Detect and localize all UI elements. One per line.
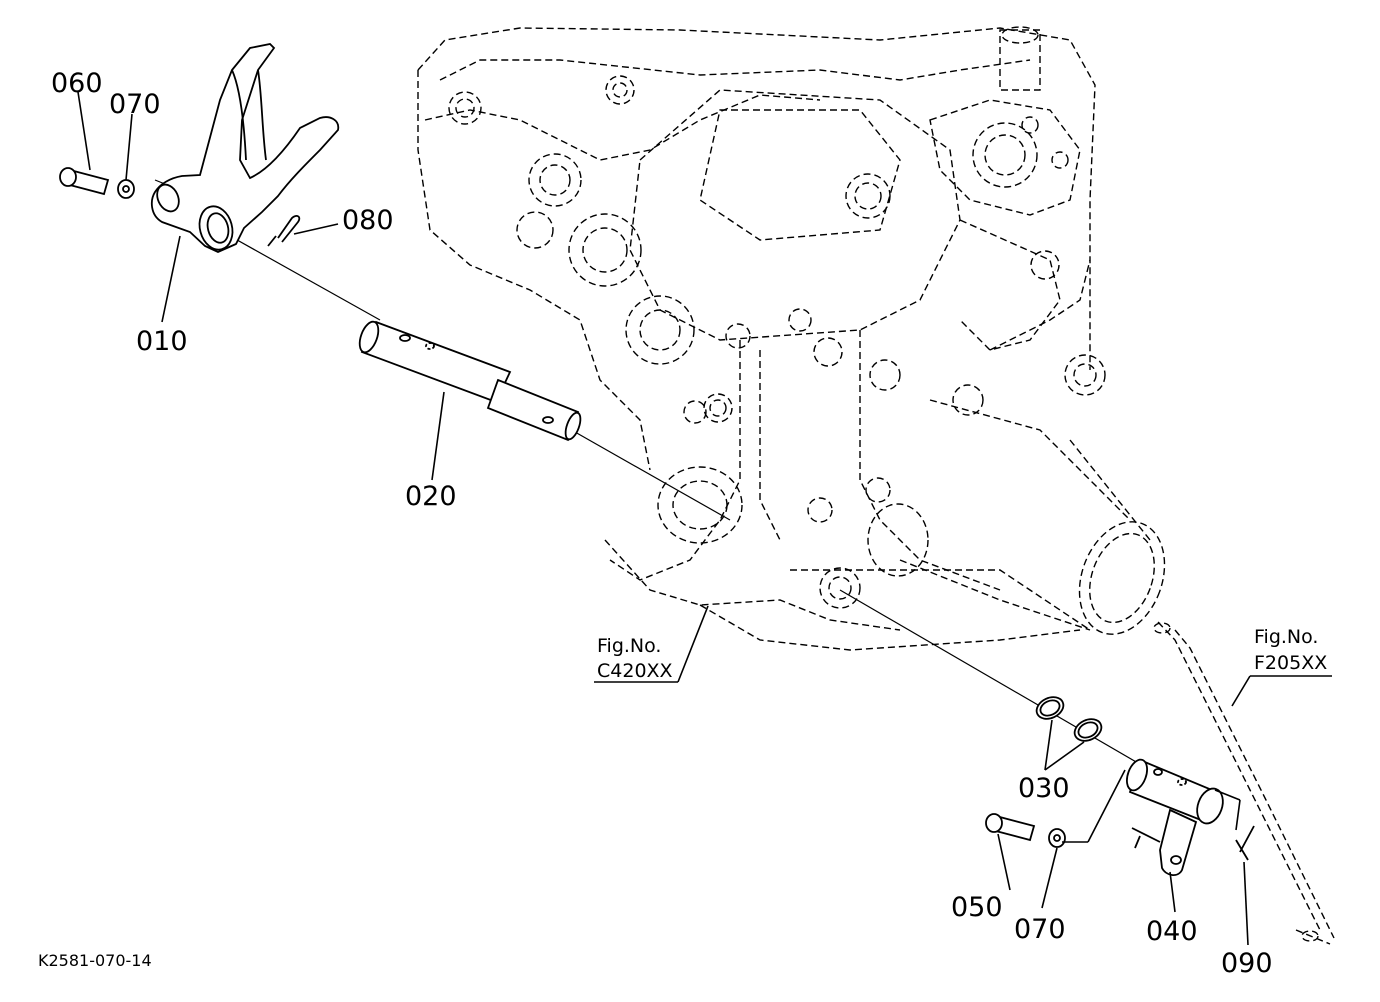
fork-rod-020 [358,320,582,442]
drawing-code: K2581-070-14 [38,951,152,970]
fig-ref-c420-line1: Fig.No. [597,635,661,657]
label-090: 090 [1221,948,1273,979]
pin-060 [59,167,110,196]
o-rings-030 [1035,696,1103,742]
part-number-labels: 060 070 080 010 020 030 050 070 040 090 [51,68,1273,979]
washer-070-lower [1048,828,1066,848]
label-070-upper: 070 [109,89,161,120]
link-rod-reference [1153,621,1335,945]
shift-arm-040 [1126,758,1224,876]
label-060: 060 [51,68,103,99]
label-080: 080 [342,205,394,236]
split-pin-080 [267,215,301,247]
assembly-axis-lines [154,179,1151,771]
label-040: 040 [1146,916,1198,947]
fig-ref-c420-line2: C420XX [597,660,673,682]
shift-fork-010 [150,43,340,253]
label-020: 020 [405,481,457,512]
label-070-lower: 070 [1014,914,1066,945]
washer-070-upper [117,179,135,199]
fig-ref-f205-line1: Fig.No. [1254,626,1318,648]
pin-050 [985,813,1036,842]
label-030: 030 [1018,773,1070,804]
fig-ref-f205-line2: F205XX [1254,652,1327,674]
leader-lines [77,91,1332,946]
transmission-case-outline [417,26,1166,651]
figure-reference-f205xx: Fig.No. F205XX [1254,626,1327,674]
figure-reference-c420xx: Fig.No. C420XX [597,635,673,682]
label-010: 010 [136,326,188,357]
clip-090 [1235,825,1255,861]
label-050: 050 [951,892,1003,923]
